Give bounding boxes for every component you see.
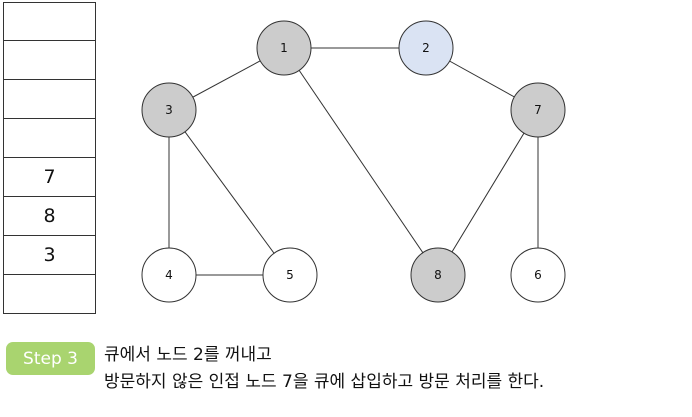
node-circle-6: [510, 247, 566, 303]
node-2: 2: [398, 20, 454, 76]
step-description-line-1: 큐에서 노드 2를 꺼내고: [104, 345, 272, 365]
queue-cell: [3, 275, 96, 314]
step-description-line-2: 방문하지 않은 인접 노드 7을 큐에 삽입하고 방문 처리를 한다.: [104, 372, 545, 392]
step-badge: Step 3: [6, 342, 95, 375]
queue-cell: [3, 80, 96, 119]
node-7: 7: [510, 82, 566, 138]
queue-cell: 7: [3, 158, 96, 197]
node-6: 6: [510, 247, 566, 303]
node-label-5: 5: [286, 268, 294, 282]
node-label-1: 1: [280, 41, 288, 55]
node-label-8: 8: [434, 268, 442, 282]
node-1: 1: [256, 20, 312, 76]
queue-cell: [3, 2, 96, 41]
node-circle-5: [262, 247, 318, 303]
node-circle-3: [141, 82, 197, 138]
queue-cell: [3, 41, 96, 80]
node-label-4: 4: [165, 268, 173, 282]
node-label-2: 2: [422, 41, 430, 55]
node-5: 5: [262, 247, 318, 303]
node-circle-7: [510, 82, 566, 138]
node-4: 4: [141, 247, 197, 303]
graph: 1 2 3 7 4 5 8 6: [141, 20, 566, 303]
queue-cell: 3: [3, 236, 96, 275]
queue-cell: 8: [3, 197, 96, 236]
node-circle-1: [256, 20, 312, 76]
node-label-3: 3: [165, 103, 173, 117]
queue-cell: [3, 119, 96, 158]
edge-1-8: [283, 47, 439, 276]
node-label-6: 6: [534, 268, 542, 282]
node-circle-4: [141, 247, 197, 303]
node-label-7: 7: [534, 103, 542, 117]
node-circle-2: [398, 20, 454, 76]
step-description: 큐에서 노드 2를 꺼내고 방문하지 않은 인접 노드 7을 큐에 삽입하고 방…: [104, 342, 544, 396]
node-3: 3: [141, 82, 197, 138]
edge-3-5: [168, 109, 291, 276]
node-circle-8: [410, 247, 466, 303]
edge-7-8: [437, 109, 539, 276]
node-8: 8: [410, 247, 466, 303]
queue: 7 8 3: [3, 2, 96, 314]
